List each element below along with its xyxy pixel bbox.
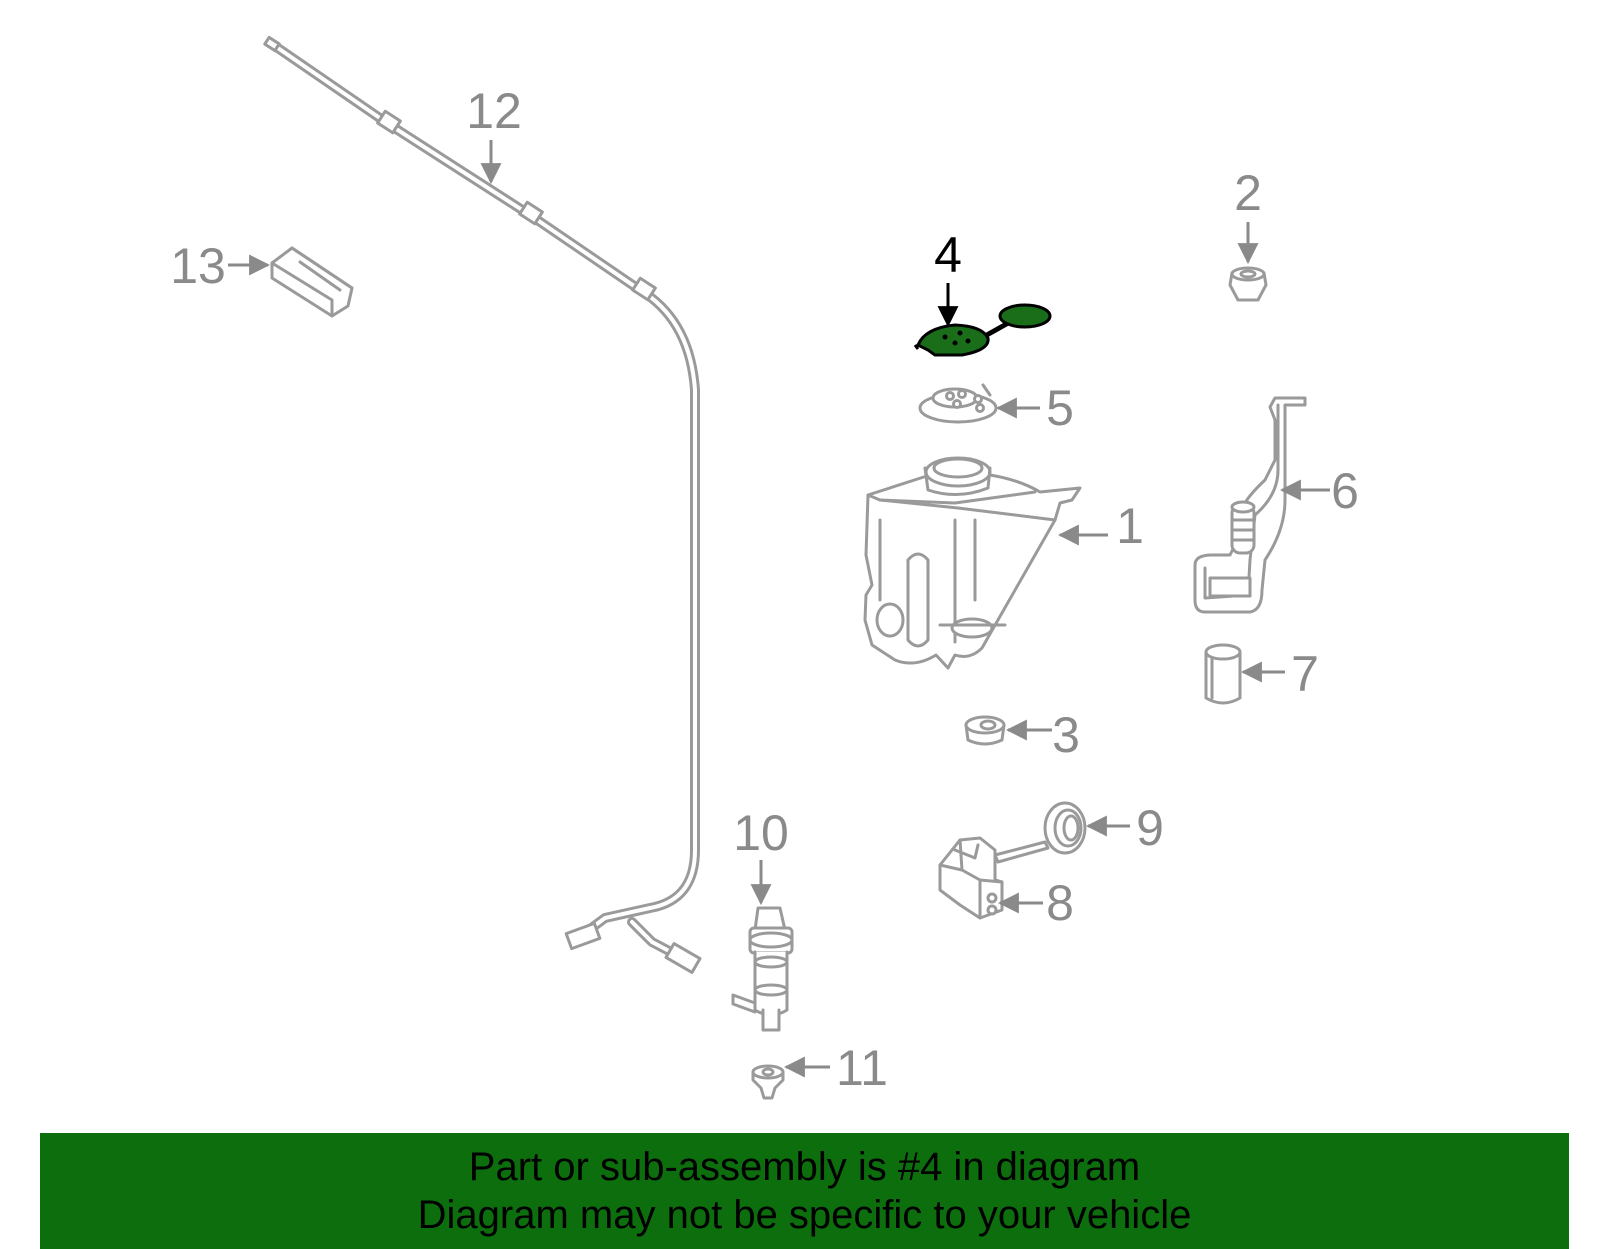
part-10-washer-pump xyxy=(731,906,794,1032)
leader-arrows xyxy=(228,140,1330,1078)
part-2-grommet xyxy=(1228,266,1268,302)
part-1-washer-reservoir xyxy=(863,456,1082,670)
callout-8: 8 xyxy=(1046,875,1074,931)
callout-13: 13 xyxy=(170,238,226,294)
part-11-grommet xyxy=(751,1064,785,1100)
callout-7: 7 xyxy=(1291,646,1319,702)
banner-line-disclaimer: Diagram may not be specific to your vehi… xyxy=(417,1193,1192,1237)
parts-diagram: 1 2 3 4 5 6 7 8 9 10 11 12 13 xyxy=(170,35,1359,1100)
callout-1: 1 xyxy=(1116,498,1144,554)
callout-6: 6 xyxy=(1331,463,1359,519)
part-7-sleeve xyxy=(1204,643,1242,705)
callout-11: 11 xyxy=(836,1040,888,1096)
callout-3: 3 xyxy=(1052,707,1080,763)
part-13-clip xyxy=(270,246,354,318)
part-6-bracket xyxy=(1193,396,1307,614)
callout-4: 4 xyxy=(934,227,962,283)
callout-12: 12 xyxy=(466,83,522,139)
callout-5: 5 xyxy=(1046,380,1074,436)
part-12-washer-hose xyxy=(263,35,702,974)
callout-2: 2 xyxy=(1234,165,1262,221)
part-8-level-sensor xyxy=(938,836,1050,920)
callout-9: 9 xyxy=(1136,800,1164,856)
part-9-grommet xyxy=(1043,801,1087,855)
part-4-reservoir-cap xyxy=(913,303,1052,357)
part-5-filler-seal xyxy=(918,383,998,424)
info-banner: Part or sub-assembly is #4 in diagram Di… xyxy=(40,1133,1569,1249)
callout-labels: 1 2 3 4 5 6 7 8 9 10 11 12 13 xyxy=(170,83,1359,1096)
callout-10: 10 xyxy=(733,805,789,861)
part-3-grommet xyxy=(964,715,1006,746)
banner-line-part: Part or sub-assembly is #4 in diagram xyxy=(468,1145,1141,1189)
